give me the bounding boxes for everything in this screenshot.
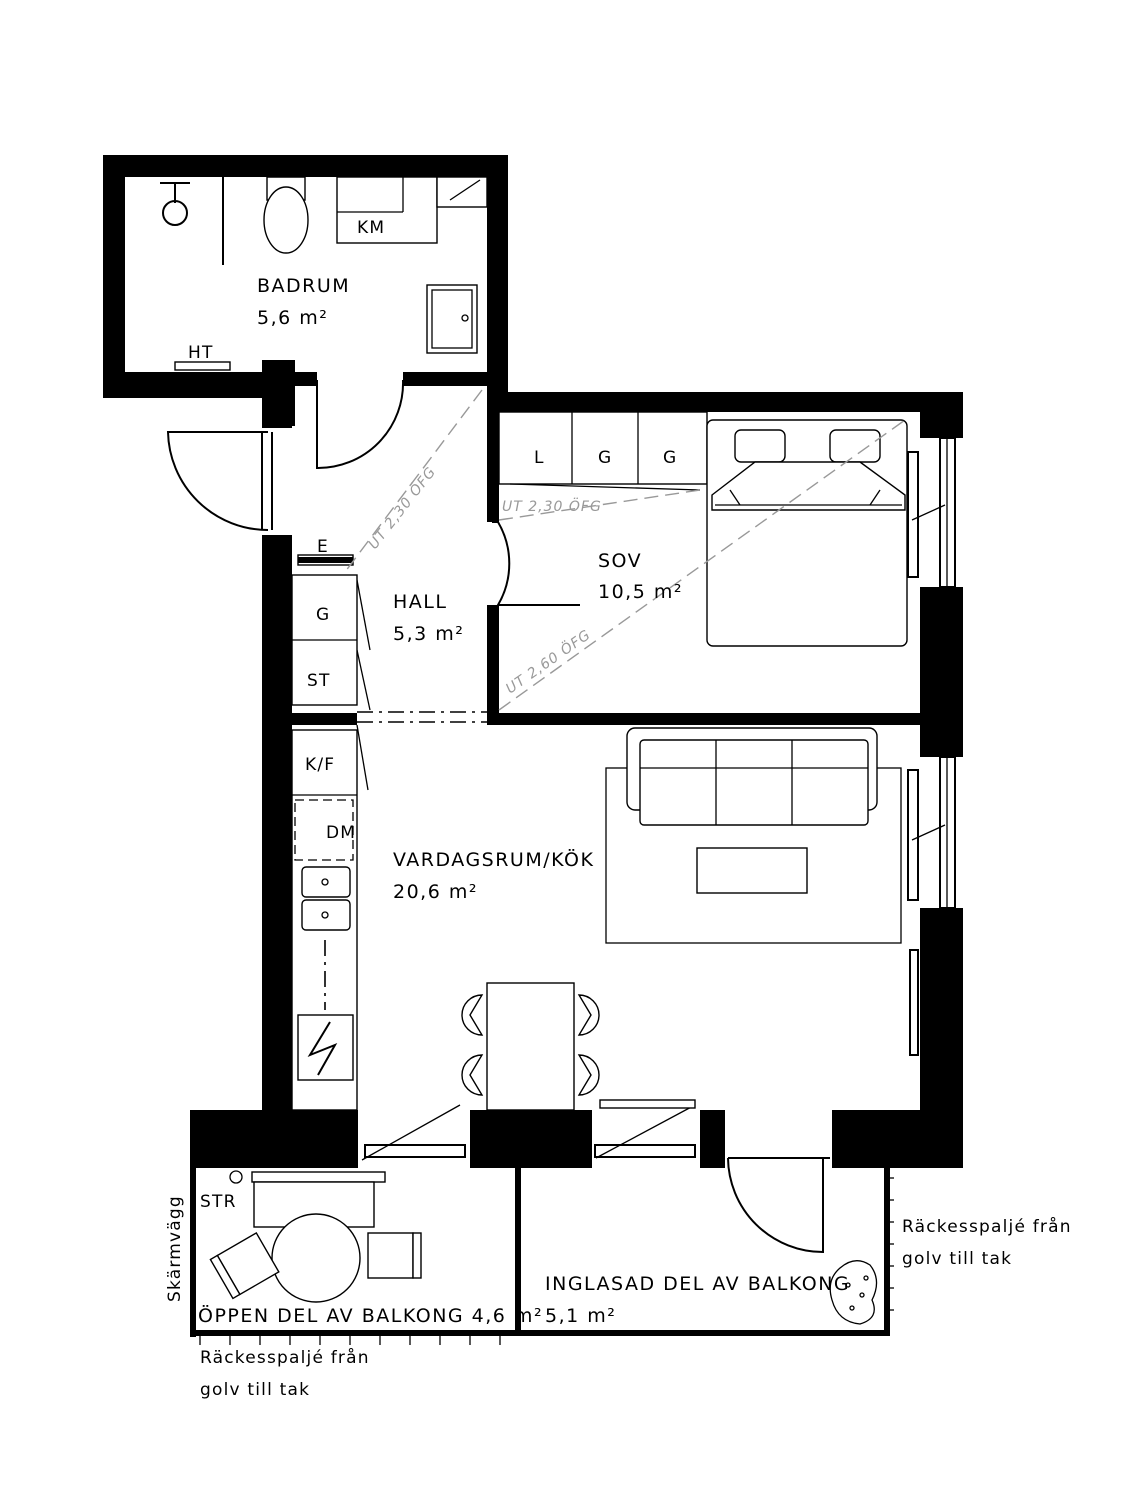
room-name-badrum: BADRUM xyxy=(257,275,350,297)
trellis-bottom-line-2: golv till tak xyxy=(200,1380,310,1400)
doors xyxy=(166,379,830,1254)
room-name-glazed-balcony: INGLASAD DEL AV BALKONG xyxy=(545,1273,850,1295)
room-area-vardagsrum: 20,6 m² xyxy=(393,881,478,903)
bathroom-fixtures xyxy=(160,176,488,371)
room-name-hall: HALL xyxy=(393,591,447,613)
bedroom-furniture xyxy=(498,411,908,647)
ceiling-lines xyxy=(344,389,906,711)
windows xyxy=(361,437,956,1161)
note-sov-ceiling-diag: UT 2,60 ÖFG xyxy=(502,625,594,697)
hall-storage xyxy=(291,554,358,706)
balcony-furniture xyxy=(209,1170,878,1325)
label-str: STR xyxy=(200,1192,237,1212)
label-skarmvagg: Skärmvägg xyxy=(165,1195,185,1302)
room-name-sov: SOV xyxy=(598,550,642,572)
ceiling-notes: UT 2,30 ÖFG UT 2,30 ÖFG UT 2,60 ÖFG xyxy=(364,463,602,698)
room-area-sov: 10,5 m² xyxy=(598,581,683,603)
label-g2: G xyxy=(663,448,677,468)
room-name-open-balcony: ÖPPEN DEL AV BALKONG 4,6 m² xyxy=(198,1304,543,1327)
label-g-hall: G xyxy=(316,605,330,625)
note-sov-ceiling-top: UT 2,30 ÖFG xyxy=(502,497,602,515)
label-e: E xyxy=(317,537,329,557)
living-furniture xyxy=(461,727,902,1111)
kitchen xyxy=(291,729,358,1111)
room-area-glazed-balcony: 5,1 m² xyxy=(545,1305,616,1327)
walls xyxy=(103,155,963,1337)
label-kf: K/F xyxy=(305,755,335,775)
label-g1: G xyxy=(598,448,612,468)
label-km: KM xyxy=(357,218,385,238)
trellis-right-line-2: golv till tak xyxy=(902,1249,1012,1269)
annotations: Skärmvägg Räckesspaljé från golv till ta… xyxy=(165,1195,1072,1400)
note-hall-ceiling: UT 2,30 ÖFG xyxy=(364,463,440,553)
label-st: ST xyxy=(307,671,331,691)
trellis-right-line-1: Räckesspaljé från xyxy=(902,1216,1072,1237)
trellis-ticks xyxy=(199,1177,894,1345)
room-area-hall: 5,3 m² xyxy=(393,623,464,645)
label-l: L xyxy=(534,448,545,468)
room-name-vardagsrum: VARDAGSRUM/KÖK xyxy=(393,848,594,871)
fixture-labels: KM HT E G ST L G G K/F DM STR xyxy=(188,218,677,1212)
label-dm: DM xyxy=(326,823,356,843)
trellis-bottom-line-1: Räckesspaljé från xyxy=(200,1347,370,1368)
room-area-badrum: 5,6 m² xyxy=(257,307,328,329)
label-ht: HT xyxy=(188,343,214,363)
room-labels: BADRUM 5,6 m² HALL 5,3 m² SOV 10,5 m² VA… xyxy=(198,275,850,1327)
